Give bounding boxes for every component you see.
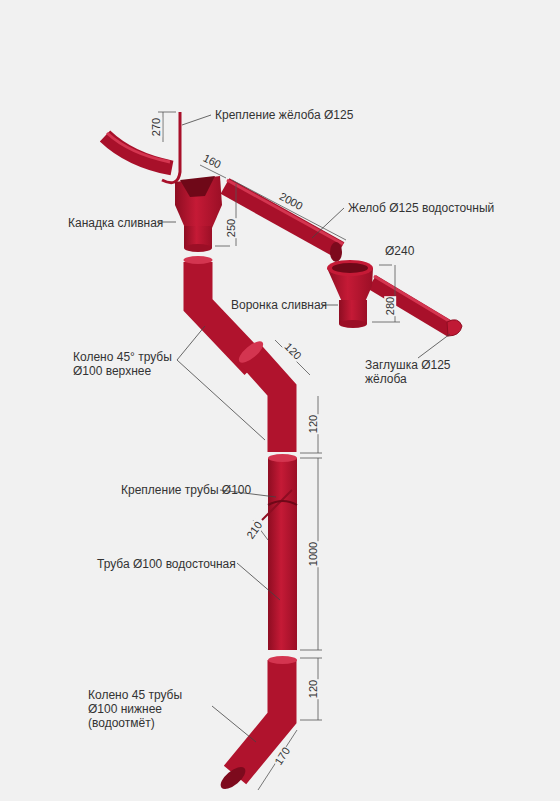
part-label: Колено 45 трубы Ø100 нижнее (водоотмёт): [88, 688, 213, 730]
part-label: Колено 45° трубы Ø100 верхнее: [73, 350, 193, 378]
dimension-value: 120: [307, 414, 319, 434]
part-label: Труба Ø100 водосточная: [97, 557, 236, 571]
dimension-value: 160: [200, 151, 224, 171]
dimension-value: 1000: [307, 541, 319, 567]
lower-elbow: [217, 656, 297, 793]
dimension-value: 270: [150, 117, 162, 137]
downpipe: [262, 454, 297, 650]
dimension-value: 120: [307, 679, 319, 699]
part-label: Воронка сливная: [231, 298, 327, 312]
dimension-value: Ø240: [385, 244, 414, 258]
gutter-bracket: [162, 112, 180, 183]
dimension-value: 120: [282, 340, 305, 363]
part-label: Крепление трубы Ø100: [121, 483, 251, 497]
dimension-value: 170: [272, 744, 293, 768]
part-label: Канадка сливная: [68, 216, 163, 230]
part-label: Крепление жёлоба Ø125: [215, 108, 353, 122]
part-label: Заглушка Ø125 жёлоба: [365, 358, 457, 386]
dimension-value: 210: [243, 518, 265, 542]
funnel: [327, 260, 373, 328]
dimension-value: 250: [225, 218, 237, 238]
part-label: Желоб Ø125 водосточный: [348, 201, 494, 215]
gutters: [105, 133, 462, 336]
dimension-value: 280: [384, 296, 396, 316]
outlet: [175, 176, 222, 252]
dimension-value: 2000: [277, 189, 306, 212]
